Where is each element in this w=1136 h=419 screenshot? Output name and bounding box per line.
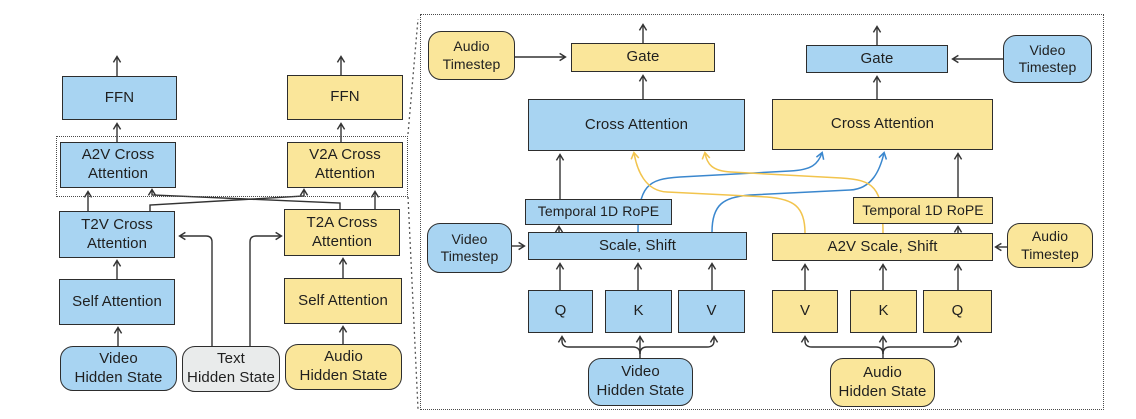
scale-shift-video-box: Scale, Shift <box>528 232 747 260</box>
k-audio-box: K <box>850 290 917 333</box>
arrow-t2a-to-a2v-cross <box>147 188 341 209</box>
wire-video-v-to-audio-ca <box>711 151 888 233</box>
audio-timestep-scaleshift-box: Audio Timestep <box>1007 223 1093 268</box>
text-hidden-state-box: Text Hidden State <box>182 346 280 392</box>
arrow-texths-to-t2v <box>178 231 213 346</box>
scale-shift-audio-box: A2V Scale, Shift <box>772 233 993 261</box>
arrow-audiohs-branch-q <box>882 335 963 355</box>
arrow-audiohs-branch-v <box>800 335 884 355</box>
q-video-box: Q <box>528 290 593 333</box>
a2v-cross-attention-box: A2V Cross Attention <box>60 142 176 188</box>
v2a-cross-attention-box: V2A Cross Attention <box>287 142 403 188</box>
callout-bottom-line <box>407 196 419 410</box>
wire-audio-v-to-video-ca <box>630 151 806 234</box>
q-audio-box: Q <box>923 290 992 333</box>
video-hidden-state-box: Video Hidden State <box>60 346 177 391</box>
arrow-videohs-branch-q <box>557 335 641 355</box>
ffn-audio-box: FFN <box>287 75 403 120</box>
arrow-videohs-branch-v <box>639 335 719 355</box>
gate-audio-box: Gate <box>806 45 948 73</box>
callout-lines <box>407 18 419 410</box>
left-panel-arrows <box>83 55 380 346</box>
self-attention-video-box: Self Attention <box>59 279 175 325</box>
audio-timestep-gate-box: Audio Timestep <box>428 31 515 80</box>
temporal-rope-audio-box: Temporal 1D RoPE <box>853 197 993 224</box>
callout-top-line <box>407 18 419 135</box>
k-video-box: K <box>605 290 672 333</box>
arrow-t2v-to-v2a-cross <box>149 188 309 211</box>
right-panel-arrows <box>512 23 1007 358</box>
left-zoom-region-frame <box>56 136 408 197</box>
v-audio-box: V <box>772 290 838 333</box>
t2v-cross-attention-box: T2V Cross Attention <box>59 211 175 258</box>
gate-video-box: Gate <box>571 43 715 72</box>
audio-hidden-state-detail-box: Audio Hidden State <box>830 358 935 407</box>
ffn-video-box: FFN <box>62 76 177 120</box>
temporal-rope-video-box: Temporal 1D RoPE <box>525 199 672 225</box>
right-detail-panel-frame <box>420 14 1104 410</box>
video-hidden-state-detail-box: Video Hidden State <box>588 358 693 406</box>
video-timestep-scaleshift-box: Video Timestep <box>427 223 512 273</box>
arrow-texths-to-t2a <box>249 231 283 346</box>
self-attention-audio-box: Self Attention <box>284 278 402 324</box>
video-timestep-gate-box: Video Timestep <box>1003 35 1092 83</box>
audio-hidden-state-box: Audio Hidden State <box>285 344 402 390</box>
cross-attention-audio-box: Cross Attention <box>772 99 993 150</box>
t2a-cross-attention-box: T2A Cross Attention <box>284 209 400 256</box>
v-video-box: V <box>678 290 745 333</box>
cross-attention-video-box: Cross Attention <box>528 99 745 151</box>
